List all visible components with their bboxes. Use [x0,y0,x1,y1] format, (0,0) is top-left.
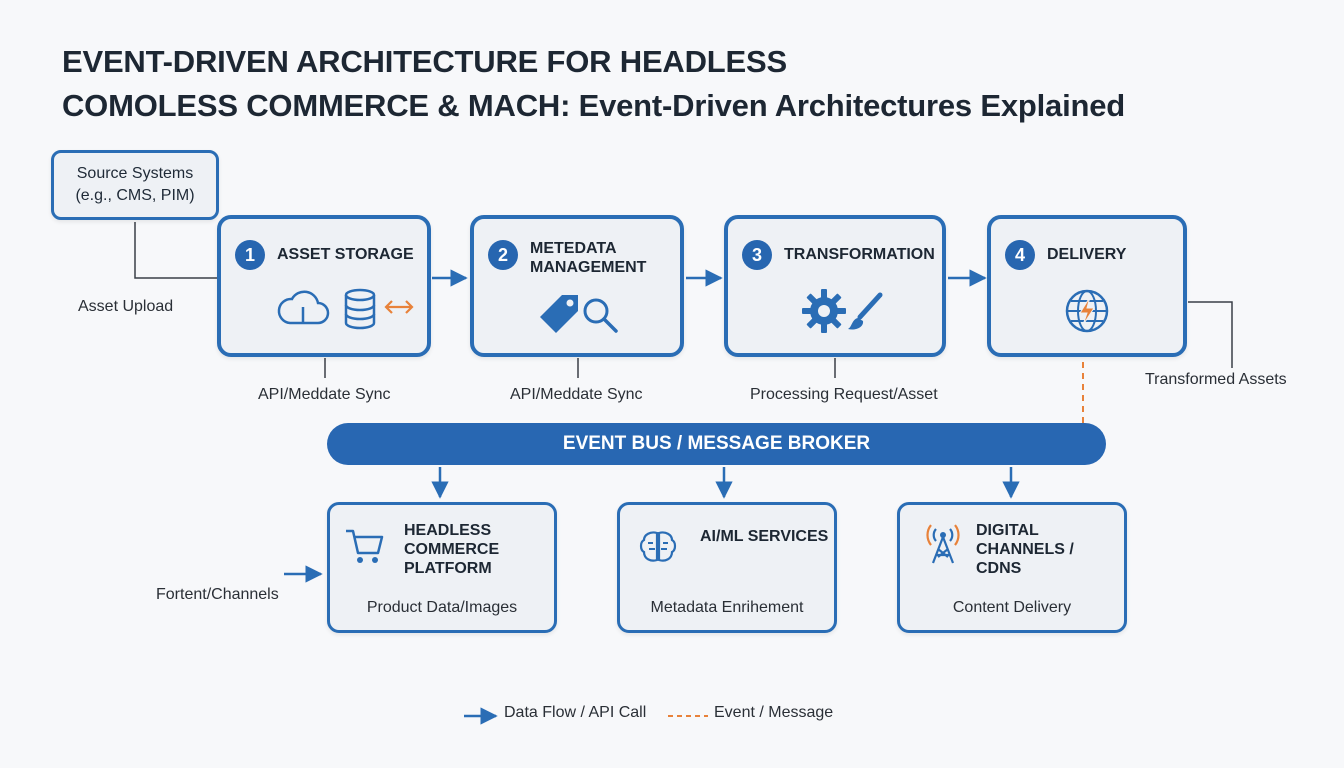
stage-label: ASSET STORAGE [277,246,414,263]
legend-data-flow: Data Flow / API Call [504,704,647,721]
service-label: HEADLESS COMMERCE PLATFORM [404,522,500,577]
stage-label: TRANSFORMATION [784,246,935,263]
sync-label-2: API/Meddate Sync [510,386,643,403]
frontend-channels-label: Fortent/Channels [156,586,279,603]
service-aiml: AI/ML SERVICES Metadata Enrihement [617,502,837,633]
brush-icon [848,292,883,330]
stage-label: DELIVERY [1047,246,1127,263]
antenna-icon [926,524,960,564]
transformed-connector [1188,301,1233,368]
stage-number-badge: 3 [742,240,772,270]
sync-arrows-icon [384,300,414,314]
title-line-2: COMOLESS COMMERCE & MACH: Event-Driven A… [62,88,1126,123]
service-subtitle: Content Delivery [952,599,1072,616]
gear-icon [802,289,846,333]
stage-number-badge: 1 [235,240,265,270]
magnifier-icon [583,298,618,333]
transformed-assets-label: Transformed Assets [1145,371,1287,388]
cloud-icon [277,290,330,325]
legend-event: Event / Message [714,704,834,721]
service-digital-channels: DIGITAL CHANNELS / CDNS Content Delivery [897,502,1127,633]
source-systems-box: Source Systems (e.g., CMS, PIM) [51,150,219,220]
source-systems-label: Source Systems [76,165,194,182]
stage-delivery: 4 DELIVERY [987,215,1187,357]
processing-label: Processing Request/Asset [750,386,938,403]
cart-icon [346,529,384,563]
title-line-1: EVENT-DRIVEN ARCHITECTURE FOR HEADLESS [62,44,787,79]
service-headless-commerce: HEADLESS COMMERCE PLATFORM Product Data/… [327,502,557,633]
stage-number-badge: 4 [1005,240,1035,270]
asset-upload-label: Asset Upload [78,298,174,315]
stage-transformation: 3 TRANSFORMATION [724,215,946,357]
event-bus: EVENT BUS / MESSAGE BROKER [327,423,1106,465]
source-systems-examples: (e.g., CMS, PIM) [75,187,195,204]
globe-bolt-icon [1065,289,1109,333]
sync-label-1: API/Meddate Sync [258,386,391,403]
source-connector [134,222,218,279]
brain-icon [639,531,677,562]
service-subtitle: Metadata Enrihement [650,599,804,616]
stage-number-badge: 2 [488,240,518,270]
service-label: AI/ML SERVICES [700,528,829,545]
stage-label: METEDATA MANAGEMENT [530,240,647,276]
tag-icon [540,295,578,333]
event-bus-label: EVENT BUS / MESSAGE BROKER [562,433,871,454]
database-icon [344,288,376,330]
stage-asset-storage: 1 ASSET STORAGE [217,215,431,357]
service-subtitle: Product Data/Images [366,599,518,616]
diagram-title: EVENT-DRIVEN ARCHITECTURE FOR HEADLESS C… [62,40,1125,128]
stage-metadata-management: 2 METEDATA MANAGEMENT [470,215,684,357]
service-label: DIGITAL CHANNELS / CDNS [976,522,1074,577]
